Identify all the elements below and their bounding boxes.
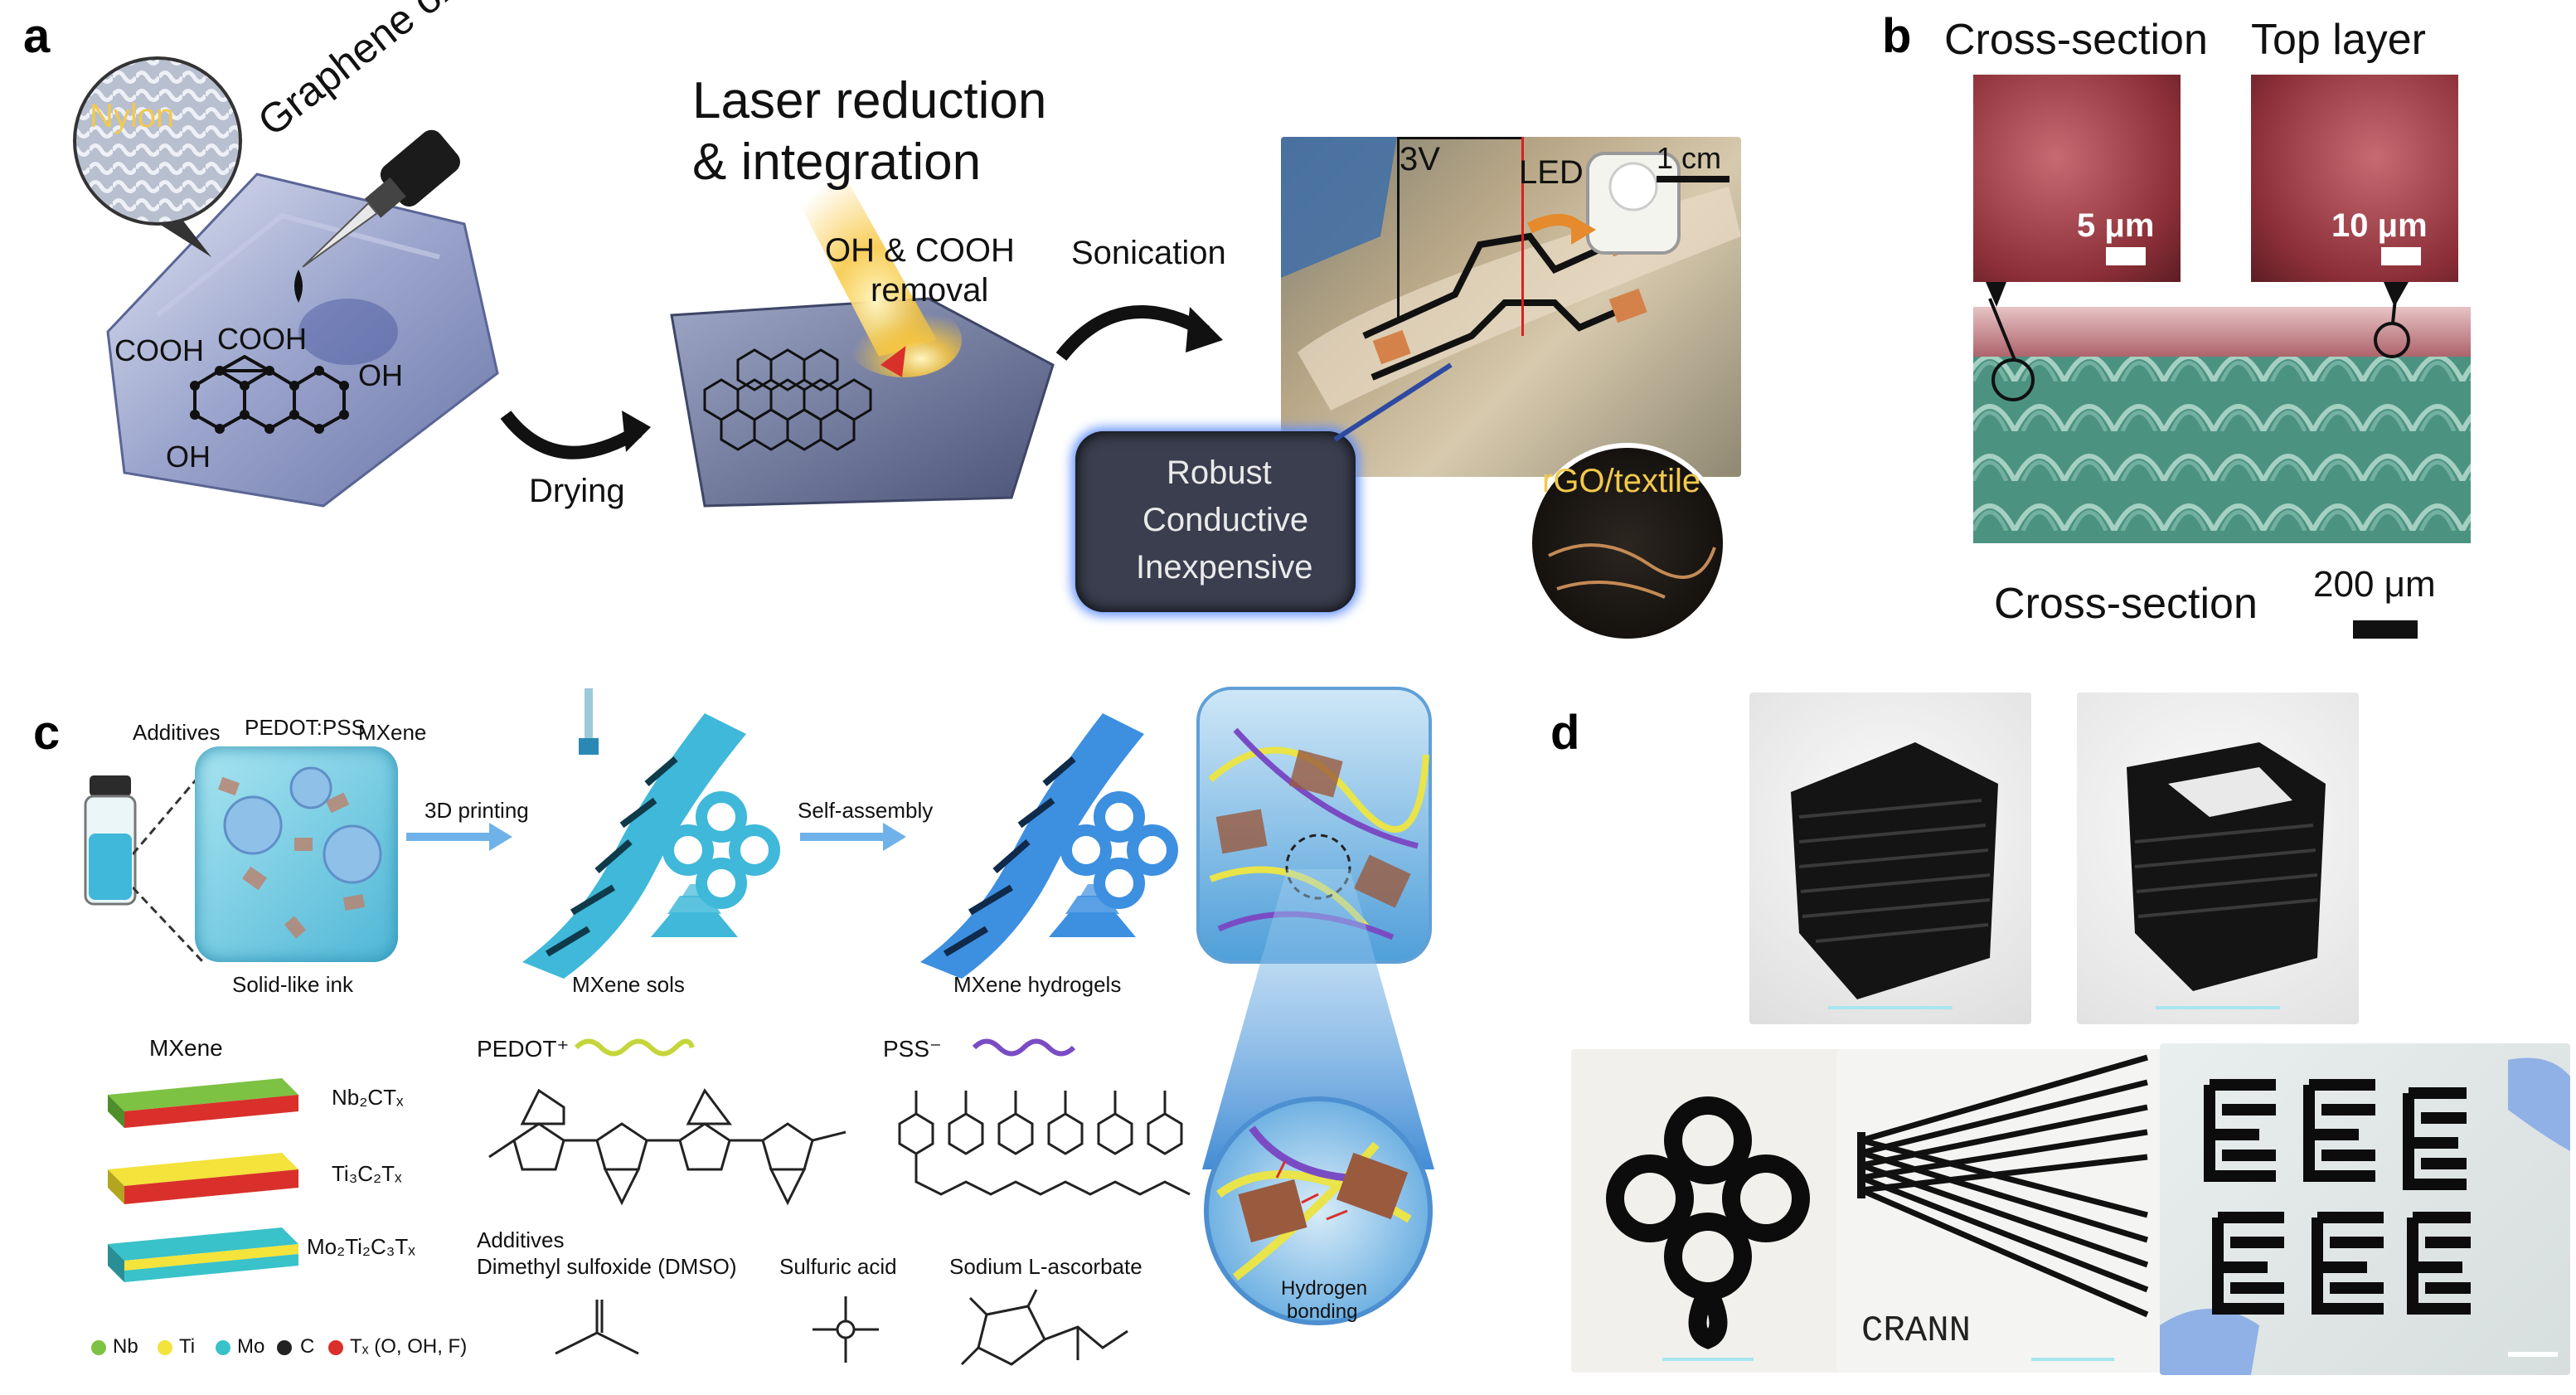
zoom-lines (133, 770, 205, 964)
printed-cube-photo (1749, 693, 2031, 1024)
dmso-label: Dimethyl sulfoxide (DMSO) (477, 1254, 737, 1279)
oh-right-label: OH (358, 358, 403, 392)
mxene-hydrogels-label: MXene hydrogels (953, 972, 1122, 997)
element-legend: Nb Ti Mo C Tₓ (O, OH, F) (91, 1334, 481, 1363)
sem-cross-section (1973, 282, 2471, 543)
callout-pointer (1333, 362, 1453, 442)
sem-image-5um (1973, 75, 2181, 282)
hydrogen-bonding-line1: Hydrogen (1281, 1277, 1368, 1300)
scale-10um-label: 10 μm (2331, 207, 2428, 244)
printing-arrow (406, 823, 512, 851)
crann-label: CRANN (1861, 1310, 1972, 1352)
self-assembly-arrow (800, 823, 906, 851)
robust-label: Robust (1167, 454, 1272, 491)
mo2ti2c3tx-label: Mo₂Ti₂C₃Tₓ (307, 1234, 415, 1259)
device-photo (1281, 137, 1741, 477)
hydrogen-bonding-line2: bonding (1287, 1300, 1358, 1323)
solid-ink-cube (195, 746, 398, 962)
scale-1cm-label: 1 cm (1657, 141, 1722, 175)
voltage-label: 3V (1400, 141, 1440, 177)
sem-image-10um (2251, 75, 2458, 282)
pedot-pss-label: PEDOT:PSS (245, 715, 366, 740)
printed-knot-photo (1571, 1049, 1845, 1373)
ti3c2tx-label: Ti₃C₂Tₓ (332, 1161, 402, 1186)
dropper-icon (294, 129, 460, 303)
ti-dot-icon (158, 1340, 172, 1355)
panel-letter-c: c (33, 706, 61, 760)
solid-ink-label: Solid-like ink (232, 972, 353, 997)
top-layer-label: Top layer (2251, 16, 2426, 64)
rgo-textile-label: rGO/textile (1542, 463, 1701, 499)
removal-line1: OH & COOH (825, 232, 1015, 269)
sulfuric-acid-label: Sulfuric acid (779, 1254, 897, 1279)
sonication-label: Sonication (1071, 235, 1226, 271)
cooh-left-label: COOH (114, 333, 204, 367)
drying-arrow (500, 411, 651, 459)
led-label: LED (1519, 154, 1584, 191)
oh-bottom-label: OH (166, 440, 211, 474)
mxene-header: MXene (149, 1035, 223, 1061)
legend-mo: Mo (237, 1335, 265, 1358)
panel-letter-d: d (1550, 706, 1580, 760)
self-assembly-label: Self-assembly (798, 798, 934, 823)
nylon-label: Nylon (90, 98, 175, 134)
drying-label: Drying (529, 473, 625, 509)
printed-interdigitated-photo (2160, 1043, 2570, 1375)
laser-title-line2: & integration (692, 134, 982, 191)
pss-wave-icon (972, 1038, 1076, 1057)
legend-ti: Ti (179, 1335, 196, 1358)
mxene-hydrogel-prints (920, 713, 1178, 979)
scale-bar-1cm (1657, 176, 1729, 182)
scale-bar-5um (2106, 247, 2146, 265)
mxene-label: MXene (358, 720, 427, 745)
sodium-ascorbate-label: Sodium L-ascorbate (949, 1254, 1142, 1279)
cooh-mid-label: COOH (217, 322, 307, 356)
mo-dot-icon (216, 1340, 230, 1355)
hydrogel-network-illustration (1196, 687, 1434, 1325)
pss-minus-label: PSS⁻ (883, 1036, 942, 1062)
laser-title-line1: Laser reduction (692, 72, 1047, 129)
dmso-structure (555, 1300, 639, 1355)
printed-lines-photo (1836, 1049, 2164, 1373)
legend-t: Tₓ (O, OH, F) (350, 1335, 468, 1358)
removal-line2: removal (871, 272, 989, 309)
c-dot-icon (277, 1340, 292, 1355)
nylon-magnified-circle (73, 56, 242, 257)
panel-letter-b: b (1882, 9, 1912, 63)
pedot-wave-icon (574, 1038, 695, 1057)
legend-nb: Nb (113, 1335, 138, 1358)
mxene-sols-prints (522, 688, 780, 979)
nb-dot-icon (91, 1340, 106, 1355)
pedot-plus-label: PEDOT⁺ (477, 1036, 570, 1062)
cross-section-top-label: Cross-section (1944, 16, 2208, 64)
textile-piece-go (106, 173, 499, 508)
t-dot-icon (328, 1340, 343, 1355)
scale-bar-10um (2381, 247, 2421, 265)
properties-box (1075, 431, 1356, 612)
inexpensive-label: Inexpensive (1136, 549, 1313, 586)
laser-beam (763, 133, 962, 377)
cross-section-bottom-label: Cross-section (1994, 580, 2258, 628)
additives-label: Additives (133, 720, 221, 745)
mxene-structures (108, 1078, 298, 1282)
panel-letter-a: a (23, 9, 51, 63)
pedot-structure (488, 1088, 847, 1206)
rgo-textile-circle (1527, 443, 1728, 644)
additives-2-label: Additives (477, 1227, 565, 1252)
scale-200um-label: 200 μm (2313, 564, 2436, 605)
nb2ctx-label: Nb₂CTₓ (332, 1085, 404, 1110)
scale-5um-label: 5 μm (2077, 207, 2155, 244)
sulfuric-acid-structure (813, 1296, 879, 1363)
printed-hollow-cube-photo (2077, 693, 2359, 1024)
conductive-label: Conductive (1142, 502, 1309, 538)
printing-label: 3D printing (424, 798, 529, 823)
ink-vial (84, 775, 137, 906)
pss-structure (898, 1091, 1191, 1196)
sonication-arrow (1055, 305, 1223, 361)
legend-c: C (300, 1335, 315, 1358)
graphene-oxide-molecule (190, 354, 349, 434)
ascorbate-structure (960, 1289, 1128, 1366)
scale-bar-200um (2353, 620, 2418, 639)
mxene-sols-label: MXene sols (572, 972, 685, 997)
